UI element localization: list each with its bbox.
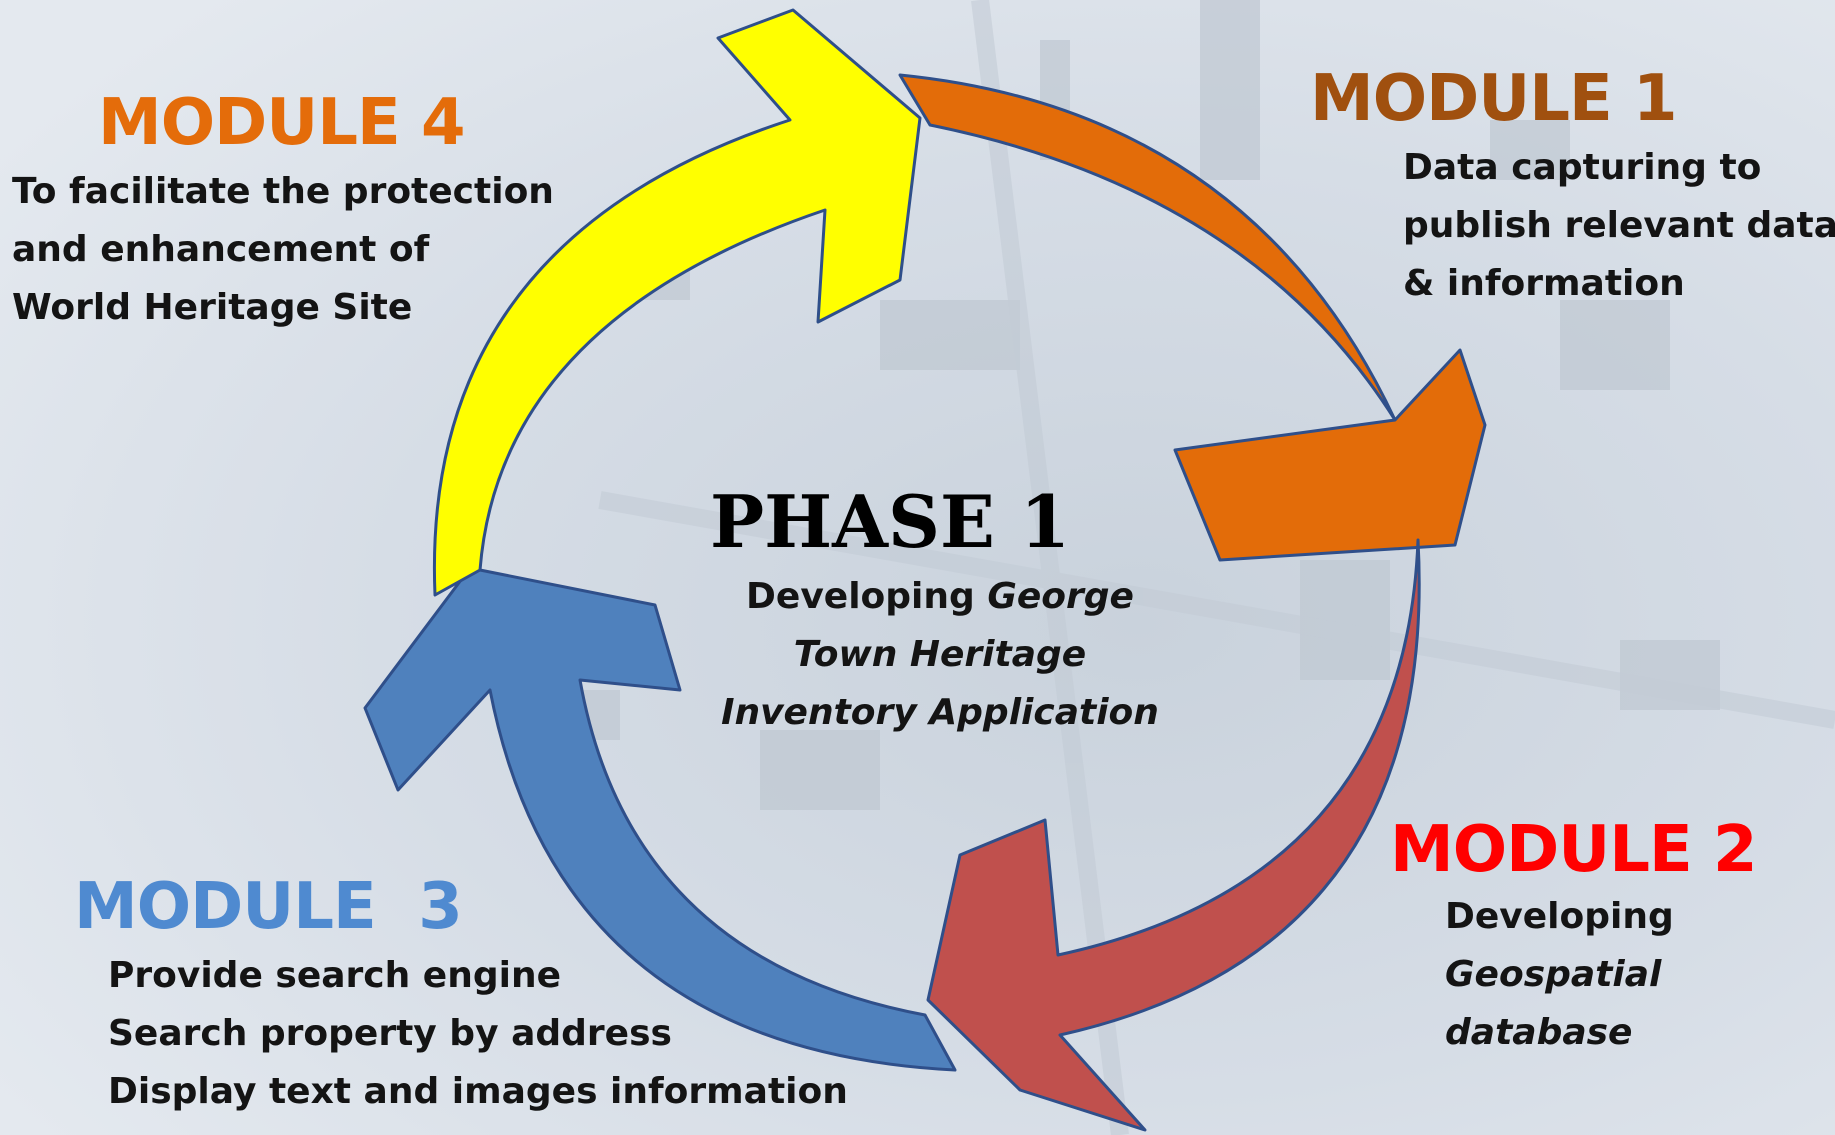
module-1-line-2: publish relevant data	[1403, 205, 1835, 246]
module-2-line-3: database	[1445, 1012, 1633, 1053]
module-4-line-2: and enhancement of	[12, 229, 430, 270]
phase-line-1-italic: George	[987, 576, 1134, 617]
module-4-line-3: World Heritage Site	[12, 287, 413, 328]
module-2-title: MODULE 2	[1390, 813, 1757, 887]
module-2-description: Developing Geospatial database	[1445, 888, 1674, 1062]
module-4-arrow	[432, 8, 922, 597]
module-3-title: MODULE 3	[74, 870, 463, 944]
module-2-line-2: Geospatial	[1445, 954, 1662, 995]
module-4-description: To facilitate the protection and enhance…	[12, 163, 554, 337]
module-3-line-3: Display text and images information	[108, 1071, 848, 1112]
module-1-title: MODULE 1	[1310, 62, 1677, 136]
module-4-line-1: To facilitate the protection	[12, 171, 554, 212]
module-1-line-1: Data capturing to	[1403, 147, 1762, 188]
module-1-description: Data capturing to publish relevant data …	[1403, 139, 1835, 313]
module-3-description: Provide search engine Search property by…	[108, 947, 848, 1121]
module-4-title: MODULE 4	[98, 86, 465, 160]
module-2-arrow	[926, 538, 1421, 1132]
phase-line-3: Inventory Application	[721, 692, 1159, 733]
phase-line-1-normal: Developing	[746, 576, 988, 617]
module-1-line-3: & information	[1403, 263, 1685, 304]
module-1-arrow	[898, 73, 1487, 562]
module-3-arrow	[363, 566, 957, 1072]
module-3-line-2: Search property by address	[108, 1013, 672, 1054]
module-2-line-1: Developing	[1445, 896, 1674, 937]
phase-title: PHASE 1	[710, 479, 1071, 564]
phase-line-1: Developing George	[690, 568, 1190, 626]
module-3-line-1: Provide search engine	[108, 955, 561, 996]
phase-description: Developing George Town Heritage Inventor…	[690, 568, 1190, 742]
phase-line-2: Town Heritage	[793, 634, 1087, 675]
